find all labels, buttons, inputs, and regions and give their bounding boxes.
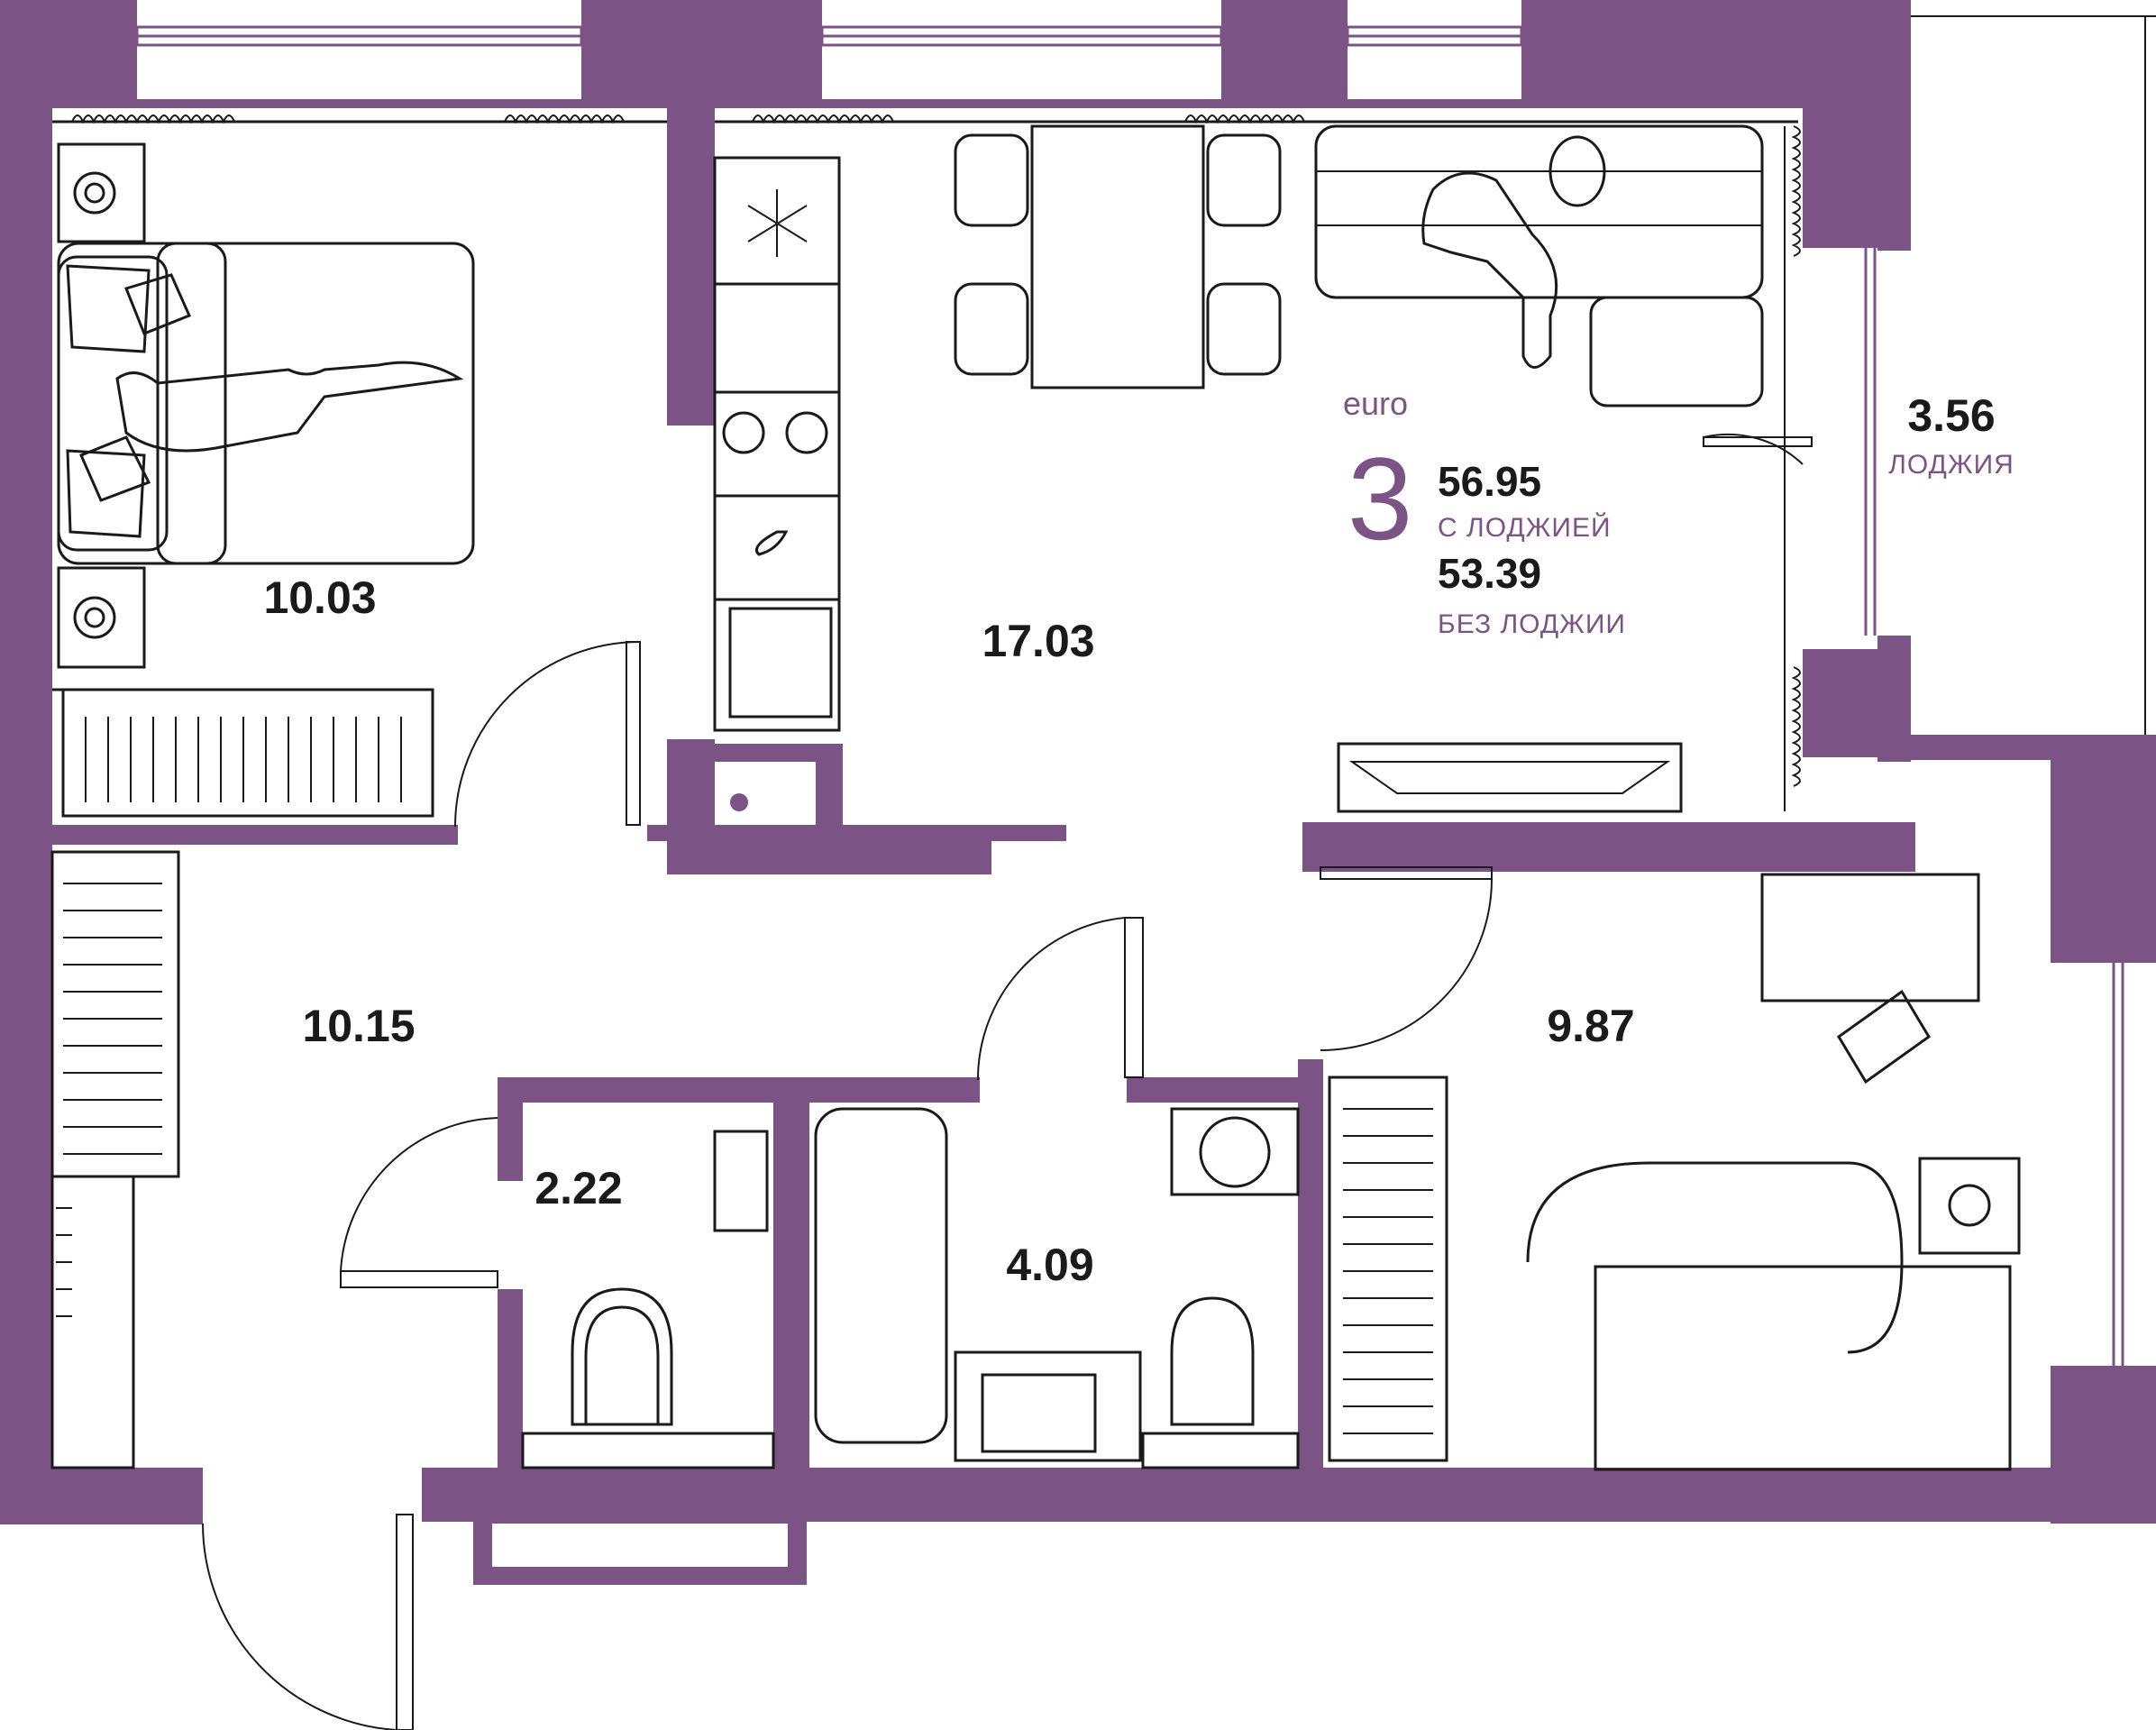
toilet-furniture <box>521 1130 775 1469</box>
room-area-bedroom-right: 9.87 <box>1547 1001 1634 1051</box>
hall-furniture <box>50 850 180 1469</box>
bedroom-left-furniture <box>52 114 667 818</box>
room-area-hall: 10.15 <box>302 1001 415 1051</box>
doors <box>202 433 1813 1730</box>
with-loggia-label: С ЛОДЖИЕЙ <box>1438 512 1612 543</box>
room-area-toilet: 2.22 <box>534 1163 622 1213</box>
loggia-label: ЛОДЖИЯ <box>1888 450 2014 480</box>
room-area-loggia: 3.56 <box>1907 390 1995 441</box>
walls <box>0 0 2156 1585</box>
kitchen-living-furniture <box>713 114 1801 813</box>
bedroom-right-furniture <box>1328 873 2021 1471</box>
area-without-loggia: 53.39 <box>1438 550 1541 597</box>
windows <box>135 25 1523 47</box>
loggia-frame <box>1864 15 2156 1366</box>
room-area-bathroom: 4.09 <box>1006 1240 1093 1290</box>
rooms-count: 3 <box>1348 433 1412 564</box>
room-area-kitchen-living: 17.03 <box>982 616 1094 666</box>
euro-prefix: euro <box>1343 385 1408 422</box>
room-areas: 10.03 17.03 3.56 ЛОДЖИЯ 10.15 9.87 2.22 … <box>263 390 2014 1290</box>
wall-cutouts <box>137 27 2156 1567</box>
bathroom-furniture <box>814 1107 1300 1469</box>
without-loggia-label: БЕЗ ЛОДЖИИ <box>1438 609 1626 639</box>
room-area-bedroom-left: 10.03 <box>263 572 376 623</box>
area-with-loggia: 56.95 <box>1438 458 1541 505</box>
summary-block: euro 3 56.95 С ЛОДЖИЕЙ 53.39 БЕЗ ЛОДЖИИ <box>1343 385 1626 639</box>
